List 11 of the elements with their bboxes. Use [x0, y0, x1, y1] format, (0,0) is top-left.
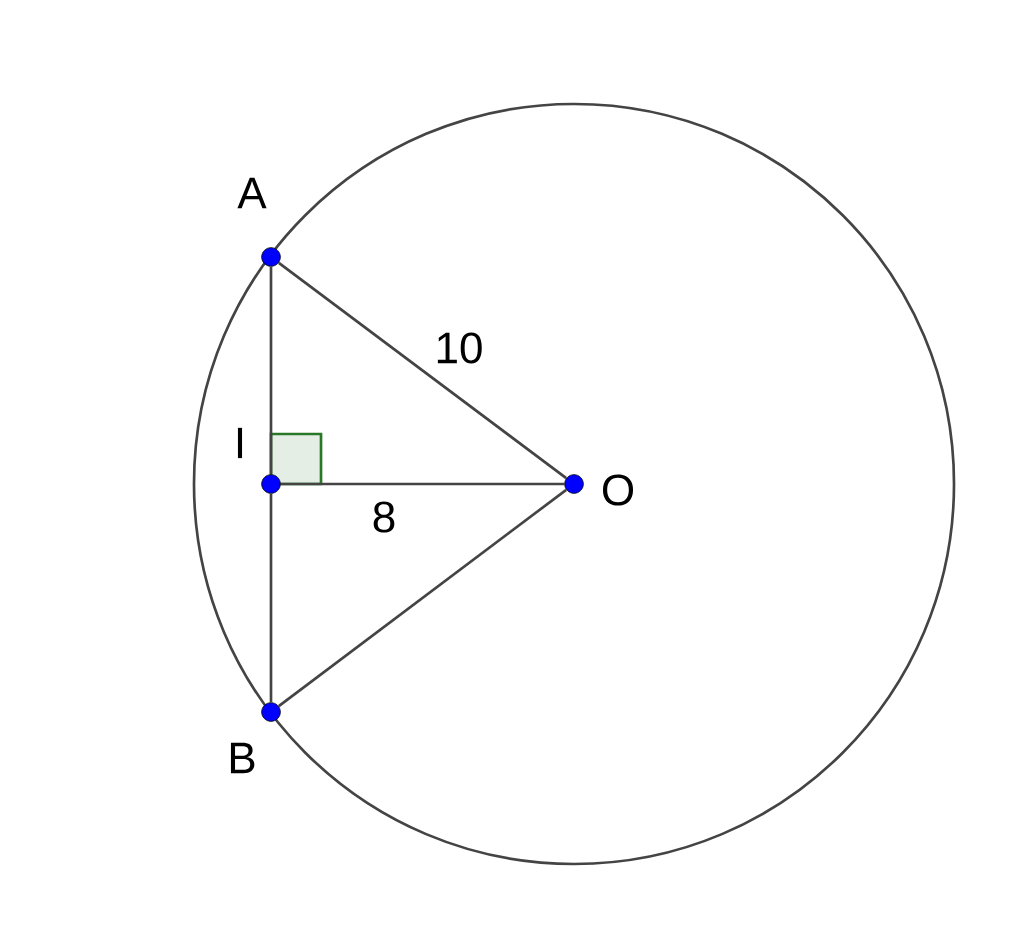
point-label: I	[237, 427, 243, 459]
point-label: O	[603, 474, 633, 506]
edge-label: 10	[433, 331, 485, 365]
segment	[269, 266, 273, 475]
point-label: B	[230, 742, 255, 774]
segment	[278, 261, 568, 480]
segment	[269, 493, 273, 703]
segment	[277, 488, 568, 708]
segment	[280, 482, 565, 486]
point-label: A	[237, 177, 267, 209]
edge-label: 8	[370, 500, 398, 534]
